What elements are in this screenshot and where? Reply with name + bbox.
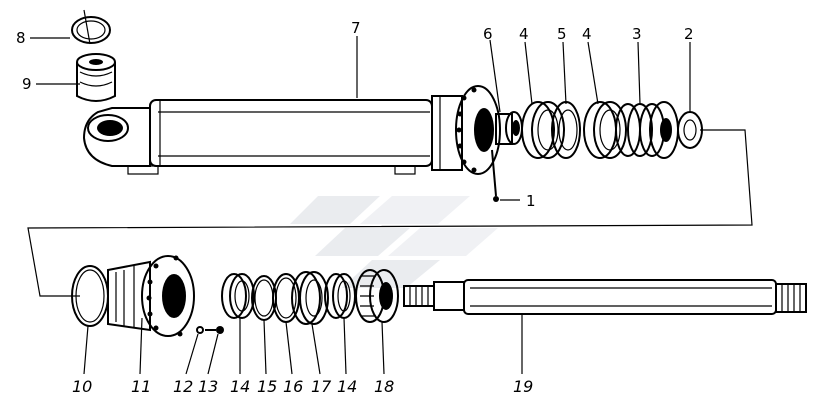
label-part-6: 6 [483,25,493,43]
label-part-18: 18 [374,377,394,396]
bushing-part-9 [76,53,116,102]
label-part-14b: 14 [337,377,357,396]
label-part-5: 5 [557,25,567,43]
label-part-14a: 14 [230,377,250,396]
label-part-12: 12 [173,377,193,396]
washer-part-2 [677,111,703,149]
leader-lines [30,36,691,375]
gland-part-11 [107,255,195,337]
part-labels: 8 9 7 6 4 5 4 3 2 1 10 11 12 13 14 15 16… [16,19,694,396]
ring-part-4a [521,101,565,159]
label-part-4b: 4 [582,25,592,43]
label-part-17: 17 [311,377,332,396]
threaded-ring-part-18 [355,269,399,323]
ring-part-5 [551,101,581,159]
label-part-9: 9 [22,75,32,93]
label-part-2: 2 [684,25,694,43]
label-part-1: 1 [526,192,536,210]
washer-part-12 [196,326,204,334]
bolt-part-13 [205,326,224,334]
label-part-3: 3 [632,25,642,43]
piston-rod-part-19 [403,279,807,315]
label-part-19: 19 [513,377,533,396]
snap-ring-part-8 [71,9,111,45]
screw-part-1 [491,149,499,202]
label-part-10: 10 [72,377,92,396]
label-part-8: 8 [16,29,26,47]
assembly-line [27,129,753,297]
ring-part-17 [291,271,329,325]
label-part-13: 13 [198,377,218,396]
label-part-15: 15 [257,377,277,396]
label-part-4a: 4 [519,25,529,43]
label-part-7: 7 [351,19,361,37]
label-part-16: 16 [283,377,303,396]
label-part-11: 11 [131,377,151,396]
ring-part-14a [221,273,255,319]
cylinder-body-part-7 [82,85,501,175]
